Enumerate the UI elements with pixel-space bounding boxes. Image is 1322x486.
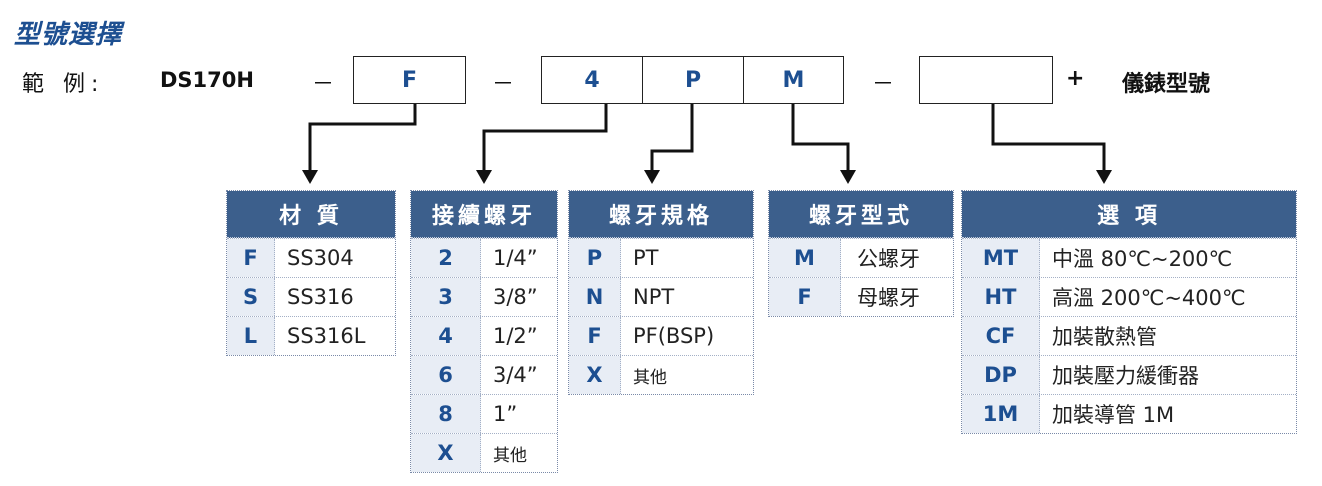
row-desc: NPT (633, 285, 675, 309)
row-desc: PT (633, 246, 659, 270)
connector-thread-type (791, 104, 850, 172)
row-desc: SS316 (287, 285, 354, 309)
row-code: F (569, 317, 621, 355)
row-code: N (569, 278, 621, 316)
connector-material (308, 104, 417, 172)
row-code: P (569, 239, 621, 277)
row-code: 3 (411, 278, 481, 316)
box-thread-type: M (743, 56, 844, 104)
row-desc: PF(BSP) (633, 324, 715, 348)
row-code: X (411, 434, 481, 472)
plus-sign: + (1066, 66, 1085, 91)
table-row: 8 1” (411, 394, 557, 433)
connector-thread-size (482, 104, 608, 172)
table-thread-size: 接續螺牙 2 1/4” 3 3/8” 4 1/2” 6 3/4” 8 1” X 其他 (410, 190, 558, 473)
table-header: 材 質 (227, 191, 395, 238)
table-header: 選 項 (962, 191, 1296, 238)
table-row: 4 1/2” (411, 316, 557, 355)
row-desc: 其他 (633, 367, 667, 388)
table-thread-spec: 螺牙規格 P PT N NPT F PF(BSP) X 其他 (568, 190, 754, 395)
row-code: 2 (411, 239, 481, 277)
connector-thread-spec (650, 104, 694, 172)
row-desc: 母螺牙 (857, 286, 920, 310)
table-row: CF 加裝散熱管 (962, 316, 1296, 355)
example-label: 範 例: (22, 72, 105, 97)
row-code: MT (962, 239, 1040, 277)
table-row: X 其他 (411, 433, 557, 472)
row-desc: 其他 (493, 445, 527, 466)
row-desc: 加裝壓力緩衝器 (1052, 364, 1199, 388)
row-code: 4 (411, 317, 481, 355)
row-desc: SS316L (287, 324, 366, 348)
row-desc: 加裝導管 1M (1052, 403, 1175, 427)
row-code: F (227, 239, 275, 277)
row-code: 8 (411, 395, 481, 433)
table-row: S SS316 (227, 277, 395, 316)
row-desc: SS304 (287, 246, 354, 270)
table-row: F PF(BSP) (569, 316, 753, 355)
table-material: 材 質 F SS304 S SS316 L SS316L (226, 190, 396, 356)
row-desc: 1/4” (493, 246, 538, 270)
row-code: X (569, 356, 621, 394)
row-desc: 3/8” (493, 285, 538, 309)
table-row: 3 3/8” (411, 277, 557, 316)
table-row: 1M 加裝導管 1M (962, 394, 1296, 433)
separator-dash: － (492, 72, 515, 97)
table-row: 2 1/4” (411, 238, 557, 277)
arrow-head (1096, 170, 1112, 184)
row-code: F (769, 278, 841, 316)
separator-dash: － (312, 72, 335, 97)
row-desc: 公螺牙 (857, 247, 920, 271)
table-options: 選 項 MT 中溫 80℃~200℃ HT 高溫 200℃~400℃ CF 加裝散熱管… (961, 190, 1297, 434)
connector-options (991, 104, 1106, 172)
row-desc: 加裝散熱管 (1052, 325, 1157, 349)
table-row: MT 中溫 80℃~200℃ (962, 238, 1296, 277)
row-desc: 高溫 200℃~400℃ (1052, 286, 1246, 310)
box-thread-spec: P (642, 56, 744, 104)
row-desc: 3/4” (493, 363, 538, 387)
arrow-head (476, 170, 492, 184)
table-row: F SS304 (227, 238, 395, 277)
row-code: DP (962, 356, 1040, 394)
page-title: 型號選擇 (14, 20, 123, 50)
row-code: 1M (962, 395, 1040, 433)
row-code: CF (962, 317, 1040, 355)
table-row: HT 高溫 200℃~400℃ (962, 277, 1296, 316)
arrow-head (302, 170, 318, 184)
row-desc: 1” (493, 402, 518, 426)
table-row: 6 3/4” (411, 355, 557, 394)
table-header: 螺牙型式 (769, 191, 953, 238)
table-row: P PT (569, 238, 753, 277)
row-desc: 中溫 80℃~200℃ (1052, 247, 1233, 271)
row-code: 6 (411, 356, 481, 394)
row-code: L (227, 317, 275, 355)
arrow-head (644, 170, 660, 184)
separator-dash: － (872, 72, 895, 97)
meter-model-label: 儀錶型號 (1122, 72, 1211, 97)
box-options (919, 56, 1053, 104)
model-number: DS170H (160, 68, 254, 92)
row-desc: 1/2” (493, 324, 538, 348)
table-row: X 其他 (569, 355, 753, 394)
row-code: S (227, 278, 275, 316)
table-row: L SS316L (227, 316, 395, 355)
table-row: F 母螺牙 (769, 277, 953, 316)
table-header: 接續螺牙 (411, 191, 557, 238)
arrow-head (840, 170, 856, 184)
table-header: 螺牙規格 (569, 191, 753, 238)
row-code: M (769, 239, 841, 277)
table-row: M 公螺牙 (769, 238, 953, 277)
table-row: N NPT (569, 277, 753, 316)
box-material: F (353, 56, 466, 104)
table-row: DP 加裝壓力緩衝器 (962, 355, 1296, 394)
row-code: HT (962, 278, 1040, 316)
table-thread-type: 螺牙型式 M 公螺牙 F 母螺牙 (768, 190, 954, 317)
